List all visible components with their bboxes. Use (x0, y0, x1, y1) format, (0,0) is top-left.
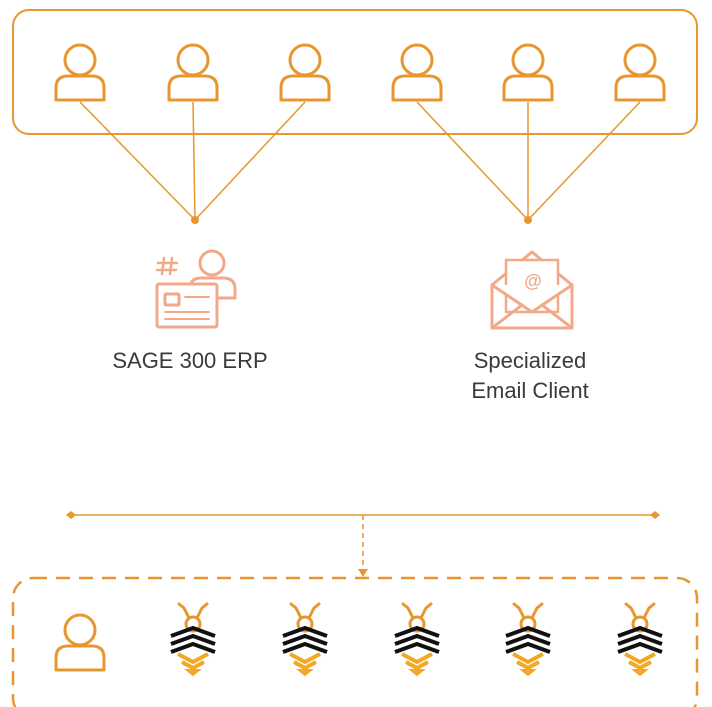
email-client-label-line1: Specialized (473, 348, 587, 373)
bee-icon (393, 602, 441, 677)
bee-row (169, 602, 664, 677)
top-users-group-box (12, 9, 698, 135)
connectors-to-email (416, 101, 641, 221)
bee-icon (616, 602, 664, 677)
user-icon (502, 43, 554, 102)
user-icon (614, 43, 666, 102)
user-icon (167, 43, 219, 102)
id-card-icon (155, 249, 237, 329)
sage-erp-label: SAGE 300 ERP (112, 348, 268, 373)
connectors-to-sage (79, 101, 306, 221)
bee-icon (281, 602, 329, 677)
distribution-line-left-end (66, 511, 76, 519)
user-icon (54, 613, 106, 672)
user-icon (54, 43, 106, 102)
sage-junction-dot (191, 216, 199, 224)
user-icon (279, 43, 331, 102)
bee-icon (504, 602, 552, 677)
user-icon (391, 43, 443, 102)
at-sign-icon: @ (524, 271, 542, 291)
email-client-label-line2: Email Client (471, 378, 589, 403)
email-junction-dot (524, 216, 532, 224)
distribution-line-right-end (650, 511, 660, 519)
top-users-row (54, 43, 666, 102)
envelope-at-icon (490, 250, 574, 330)
arrow-down-icon (358, 569, 368, 577)
email-client-label: Specialized Email Client (410, 346, 650, 406)
bottom-agents-group-box (11, 576, 699, 707)
bee-icon (169, 602, 217, 677)
